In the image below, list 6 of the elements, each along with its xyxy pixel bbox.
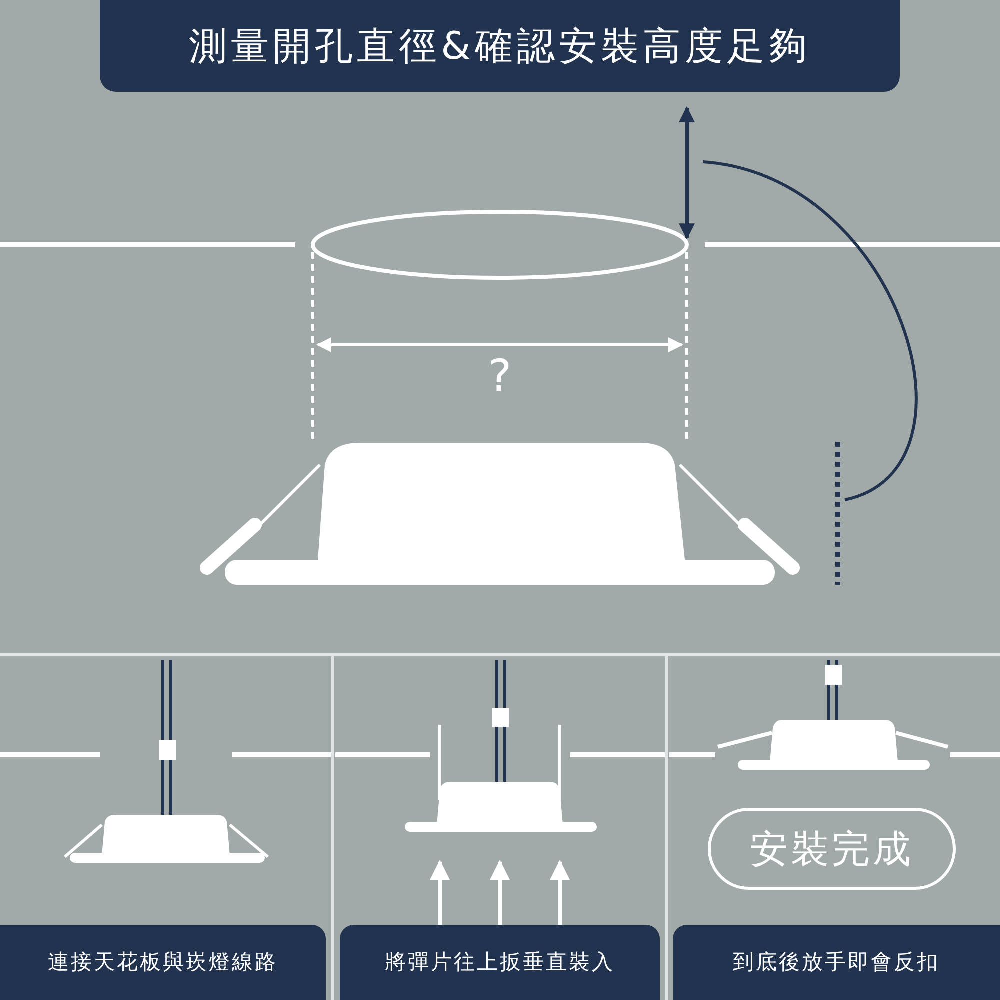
title-banner: 測量開孔直徑&確認安裝高度足夠 [100,0,900,92]
caption-bar: 將彈片往上扳垂直裝入 [340,925,660,1000]
question-mark: ? [487,355,513,399]
caption-bar: 連接天花板與崁燈線路 [0,925,326,1000]
caption-bar: 到底後放手即會反扣 [673,925,1000,1000]
status-badge: 安裝完成 [708,808,956,890]
